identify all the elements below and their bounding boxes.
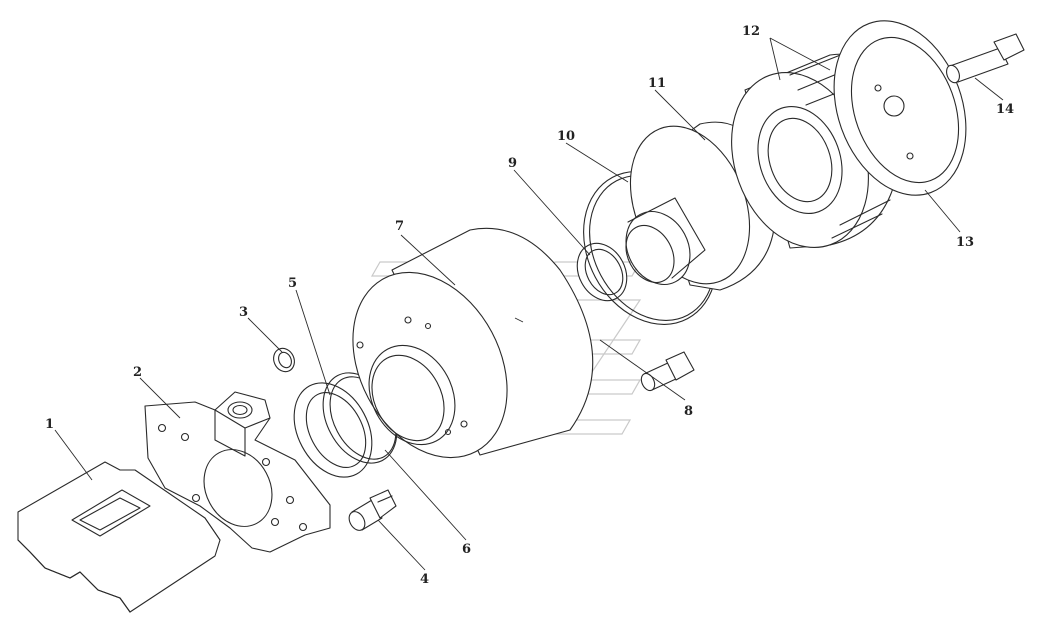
callout-6: 6 [462,542,471,557]
callout-2: 2 [133,365,142,380]
part-8-bolt [640,351,695,392]
callout-10: 10 [557,129,575,144]
part-5-seal-ring [293,382,373,478]
callout-3: 3 [239,305,248,320]
callout-1: 1 [45,417,54,432]
part-13-end-flange [833,20,967,196]
callout-14: 14 [996,102,1014,117]
part-2-bracket [144,391,331,553]
part-7-housing [352,227,594,459]
leader-lines [54,37,1004,571]
callout-13: 13 [956,235,974,250]
callout-11: 11 [648,76,666,91]
callout-8: 8 [684,404,693,419]
callout-12: 12 [742,24,760,39]
part-14-bolt [946,33,1025,84]
part-1-base-plate [17,461,221,613]
callout-4: 4 [420,572,429,587]
callout-7: 7 [395,219,404,234]
callout-9: 9 [508,156,517,171]
callout-5: 5 [288,276,297,291]
part-3-washer [273,347,295,373]
part-4-bolt [348,489,397,531]
part-9-bushing [576,242,628,302]
